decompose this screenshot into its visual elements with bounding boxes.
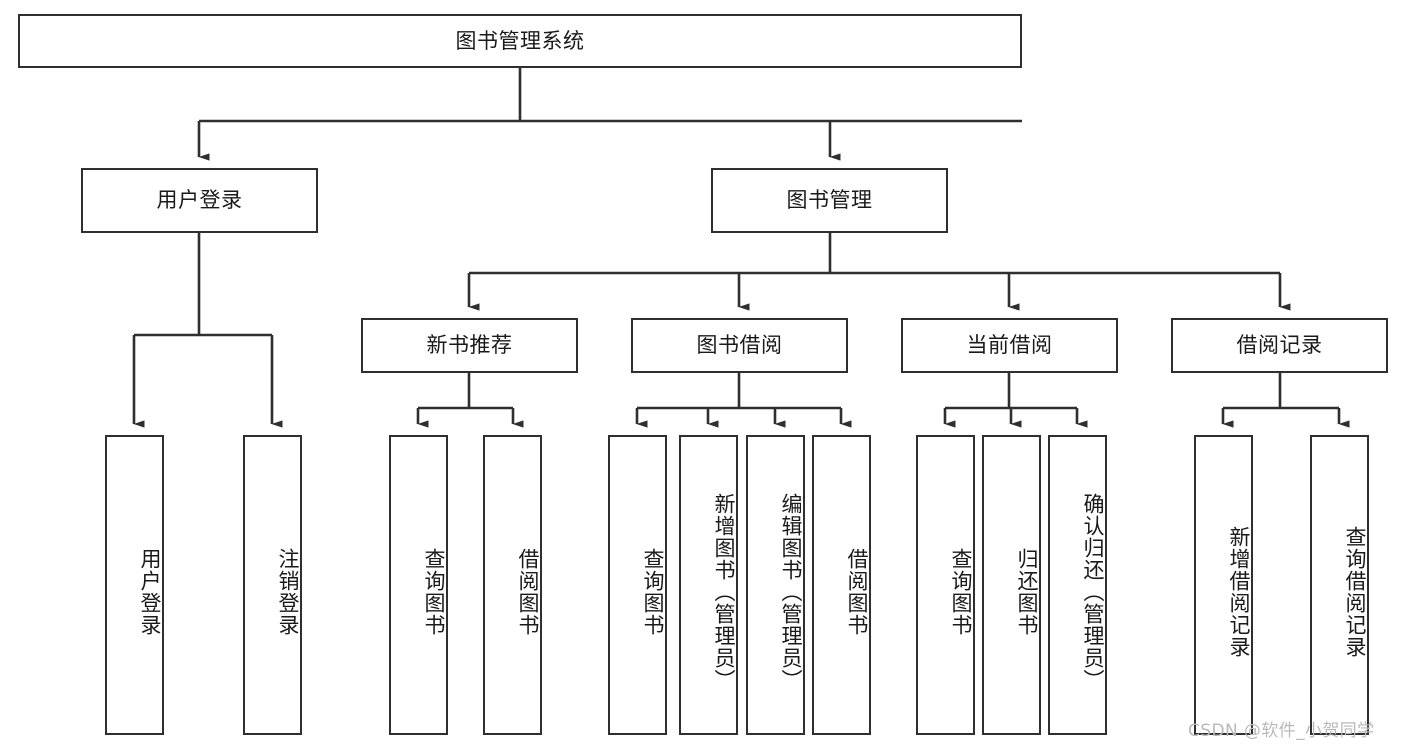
node-label: 当前借阅 <box>966 333 1053 358</box>
leaf-book-borrow-query[interactable]: 查询图书 <box>608 435 667 735</box>
leaf-current-borrow-query[interactable]: 查询图书 <box>916 435 975 735</box>
node-root-system[interactable]: 图书管理系统 <box>18 14 1022 68</box>
leaf-book-borrow-borrow[interactable]: 借阅图书 <box>812 435 871 735</box>
node-current-borrow[interactable]: 当前借阅 <box>901 318 1118 373</box>
leaf-new-book-query[interactable]: 查询图书 <box>389 435 448 735</box>
leaf-book-borrow-edit[interactable]: 编辑图书（管理员） <box>746 435 805 735</box>
node-label: 编辑图书（管理员） <box>779 493 803 691</box>
node-label: 注销登录 <box>276 548 300 636</box>
leaf-book-borrow-add[interactable]: 新增图书（管理员） <box>679 435 738 735</box>
leaf-borrow-record-query[interactable]: 查询借阅记录 <box>1310 435 1369 735</box>
node-label: 图书管理系统 <box>455 28 585 53</box>
node-user-login[interactable]: 用户登录 <box>81 168 318 233</box>
node-label: 新书推荐 <box>426 333 513 358</box>
node-label: 借阅图书 <box>516 548 540 636</box>
node-label: 图书管理 <box>786 188 873 213</box>
node-label: 归还图书 <box>1015 548 1039 636</box>
leaf-user-login-login[interactable]: 用户登录 <box>105 435 164 735</box>
node-label: 确认归还（管理员） <box>1081 493 1105 691</box>
node-new-book-recommend[interactable]: 新书推荐 <box>361 318 578 373</box>
node-borrow-record[interactable]: 借阅记录 <box>1171 318 1388 373</box>
node-label: 图书借阅 <box>696 333 783 358</box>
leaf-current-borrow-confirm[interactable]: 确认归还（管理员） <box>1048 435 1107 735</box>
node-book-borrow[interactable]: 图书借阅 <box>631 318 848 373</box>
node-label: 查询图书 <box>641 548 665 636</box>
leaf-current-borrow-return[interactable]: 归还图书 <box>982 435 1041 735</box>
leaf-user-login-logout[interactable]: 注销登录 <box>243 435 302 735</box>
node-label: 借阅记录 <box>1236 333 1323 358</box>
node-label: 查询图书 <box>422 548 446 636</box>
node-book-management[interactable]: 图书管理 <box>711 168 948 233</box>
node-label: 用户登录 <box>138 548 162 636</box>
node-label: 新增借阅记录 <box>1227 526 1251 658</box>
leaf-borrow-record-add[interactable]: 新增借阅记录 <box>1194 435 1253 735</box>
node-label: 查询借阅记录 <box>1343 526 1367 658</box>
node-label: 查询图书 <box>949 548 973 636</box>
node-label: 借阅图书 <box>845 548 869 636</box>
node-label: 新增图书（管理员） <box>712 493 736 691</box>
node-label: 用户登录 <box>156 188 243 213</box>
leaf-new-book-borrow[interactable]: 借阅图书 <box>483 435 542 735</box>
